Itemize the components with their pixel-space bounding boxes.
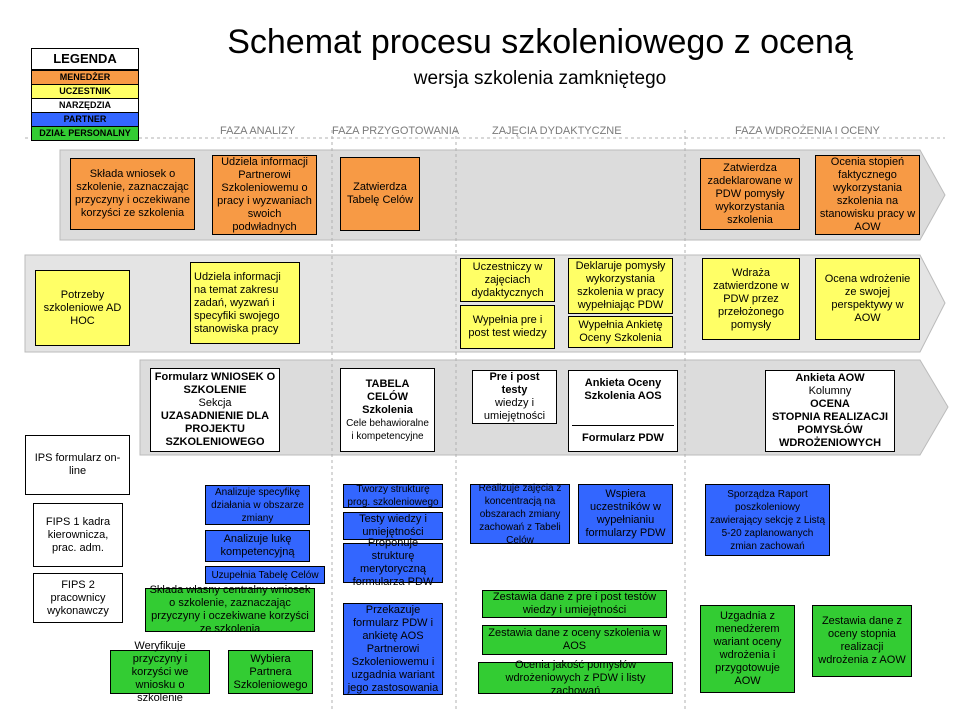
page-subtitle: wersja szkolenia zamkniętego — [413, 68, 667, 89]
tool-pdw: Formularz PDW — [572, 425, 674, 445]
participant-attends: Uczestniczy w zajęciach dydaktycznych — [460, 258, 555, 302]
tool-survey-title: Ankieta Oceny Szkolenia AOS — [584, 377, 662, 402]
tool-aow-realization: STOPNIA REALIZACJI POMYSŁÓW WDROŻENIOWYC… — [771, 411, 889, 449]
tool-goals-table: TABELA CELÓW Szkolenia Cele behawioralne… — [340, 368, 435, 452]
participant-assesses: Ocena wdrożenie ze swojej perspektywy w … — [815, 258, 920, 340]
legend-title: LEGENDA — [31, 48, 139, 70]
participant-implements: Wdraża zatwierdzone w PDW przez przełożo… — [702, 258, 800, 340]
tool-aow-columns: Kolumny — [808, 385, 852, 397]
tool-request-form-section: Sekcja — [198, 397, 232, 409]
partner-analyzes-gap: Analizuje lukę kompetencyjną — [205, 530, 310, 562]
phase-classes: ZAJĘCIA DYDAKTYCZNE — [492, 125, 622, 137]
hr-quality: Ocenia jakość pomysłów wdrożeniowych z P… — [478, 659, 673, 697]
legend-partner: PARTNER SZKOLENIOWY — [31, 112, 139, 137]
tool-tests-desc: wiedzy i umiejętności — [483, 397, 546, 422]
manager-approves-goals: Zatwierdza Tabelę Celów — [340, 157, 420, 231]
hr-central-request: Składa własny centralny wniosek o szkole… — [145, 584, 315, 635]
partner-analyzes-area: Analizuje specyfikę działania w obszarze… — [205, 485, 310, 525]
manager-informs-partner: Udziela informacji Partnerowi Szkoleniow… — [212, 155, 317, 235]
participant-pretest: Wypełnia pre i post test wiedzy — [460, 305, 555, 349]
participant-survey: Wypełnia Ankietę Oceny Szkolenia — [568, 316, 673, 348]
tool-survey: Ankieta Oceny Szkolenia AOS Formularz PD… — [568, 370, 678, 452]
tool-tests: Pre i post testy wiedzy i umiejętności — [472, 370, 557, 424]
partner-program-structure: Tworzy strukturę prog. szkoleniowego — [343, 484, 443, 508]
fips1: FIPS 1 kadra kierownicza, prac. adm. — [33, 503, 123, 567]
tool-aow-title: Ankieta AOW — [795, 372, 865, 384]
legend: LEGENDA — [31, 48, 139, 70]
tool-aow-rating: OCENA — [810, 398, 850, 410]
participant-declares: Deklaruje pomysły wykorzystania szkoleni… — [568, 258, 673, 314]
tool-request-form-title: Formularz WNIOSEK O SZKOLENIE — [154, 371, 276, 396]
partner-updates-goals: Uzupełnia Tabelę Celów — [205, 566, 325, 584]
hr-selects-partner: Wybiera Partnera Szkoleniowego — [228, 650, 313, 694]
partner-proposes-pdw: Proponuje strukturę merytoryczną formula… — [343, 537, 443, 588]
manager-approves-pdw: Zatwierdza zadeklarowane w PDW pomysły w… — [700, 158, 800, 230]
tool-request-form: Formularz WNIOSEK O SZKOLENIE Sekcja UZA… — [150, 368, 280, 452]
legend-hr: DZIAŁ PERSONALNY — [31, 126, 139, 141]
page-title: Schemat procesu szkoleniowego z oceną — [227, 23, 853, 61]
hr-verifies: Weryfikuje przyczyny i korzyści we wnios… — [110, 640, 210, 704]
phase-implementation: FAZA WDROŻENIA I OCENY — [735, 125, 880, 137]
partner-tests: Testy wiedzy i umiejętności — [343, 512, 443, 540]
tool-tests-title: Pre i post testy — [489, 371, 540, 396]
participant-needs: Potrzeby szkoleniowe AD HOC — [35, 270, 130, 346]
hr-summarizes-tests: Zestawia dane z pre i post testów wiedzy… — [482, 590, 667, 618]
legend-manager: MENEDŻER — [31, 70, 139, 85]
manager-assesses-aow: Ocenia stopień faktycznego wykorzystania… — [815, 155, 920, 235]
tool-aow: Ankieta AOW Kolumny OCENA STOPNIA REALIZ… — [765, 370, 895, 452]
ips-form: IPS formularz on-line — [25, 435, 130, 495]
fips2: FIPS 2 pracownicy wykonawczy — [33, 573, 123, 623]
participant-informs: Udziela informacji na temat zakresu zada… — [190, 262, 300, 344]
tool-goals-table-desc: Cele behawioralne i kompetencyjne — [346, 417, 429, 442]
legend-tools: NARZĘDZIA — [31, 98, 139, 113]
hr-degree-summary: Zestawia dane z oceny stopnia realizacji… — [812, 605, 912, 677]
partner-report: Sporządza Raport poszkoleniowy zawierają… — [705, 484, 830, 556]
partner-delivers-classes: Realizuje zajęcia z koncentracją na obsz… — [470, 483, 570, 546]
phase-analysis: FAZA ANALIZY — [220, 125, 296, 137]
hr-summarizes-survey: Zestawia dane z oceny szkolenia w AOS — [482, 625, 667, 655]
phase-preparation: FAZA PRZYGOTOWANIA — [332, 125, 460, 137]
hr-agrees-variant: Uzgadnia z menedżerem wariant oceny wdro… — [700, 605, 795, 693]
tool-request-form-justification: UZASADNIENIE DLA PROJEKTU SZKOLENIOWEGO — [160, 410, 270, 448]
legend-participant: UCZESTNIK — [31, 84, 139, 99]
tool-goals-table-title: TABELA CELÓW Szkolenia — [362, 377, 413, 416]
partner-forwards: Przekazuje formularz PDW i ankietę AOS P… — [343, 603, 443, 695]
partner-supports: Wspiera uczestników w wypełnianiu formul… — [578, 484, 673, 544]
manager-submits-request: Składa wniosek o szkolenie, zaznaczając … — [70, 158, 195, 230]
